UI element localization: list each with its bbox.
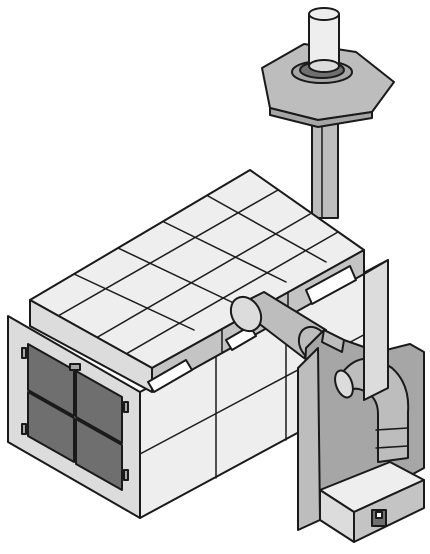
air-handler-wing	[297, 347, 321, 531]
exhaust-cap	[308, 13, 340, 67]
side-light-window-3	[305, 265, 357, 305]
door-right-upper	[75, 370, 123, 444]
exhaust-stack-icon	[261, 7, 395, 219]
side-light-window-1	[147, 359, 193, 393]
door-left-upper	[27, 343, 75, 417]
air-handler-icon	[297, 329, 425, 543]
door-right-lower	[75, 418, 123, 491]
exhaust-hood-lip	[269, 107, 373, 128]
door-icon	[21, 343, 129, 491]
booth-corner-post	[363, 259, 389, 401]
door-left-lower	[27, 391, 75, 463]
exhaust-pipe	[311, 117, 339, 219]
